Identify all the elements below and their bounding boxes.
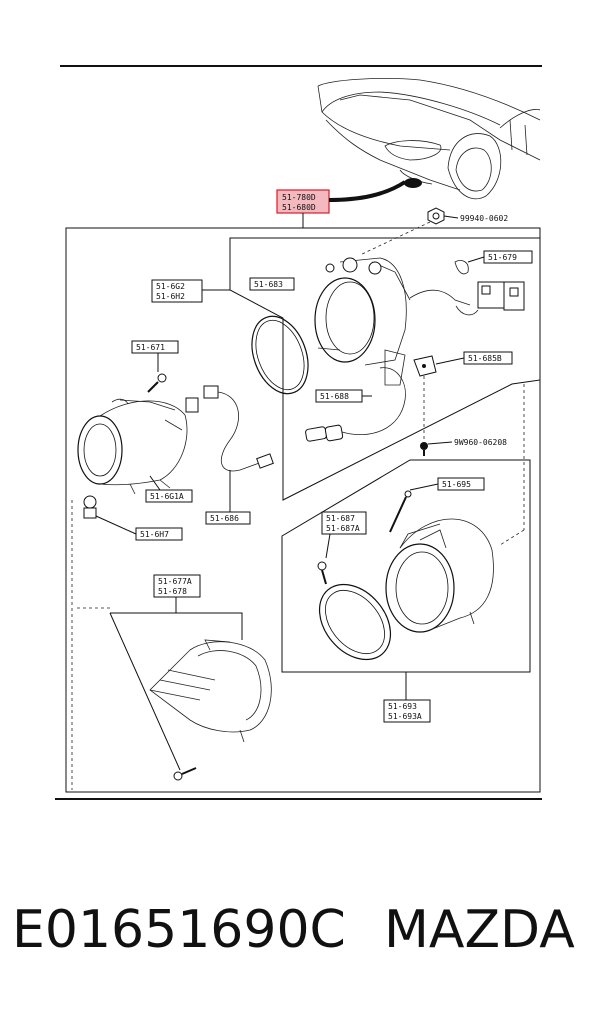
part-label-6h7[interactable]: 51-6H7 (140, 530, 169, 539)
clip-icon (83, 495, 97, 519)
screw-icon (317, 561, 327, 585)
bracket-icon (413, 355, 437, 377)
part-label-685b[interactable]: 51-685B (468, 354, 502, 363)
label-box (151, 279, 203, 303)
part-label-99940-0602[interactable]: 99940-0602 (460, 214, 508, 223)
screw-icon (420, 442, 428, 456)
part-label-671[interactable]: 51-671 (136, 343, 165, 352)
leader-line (435, 357, 465, 365)
part-label-687[interactable]: 51-687 (326, 514, 355, 523)
gasket-ring (251, 315, 309, 395)
part-label-780d[interactable]: 51-780D (282, 193, 316, 202)
part-label-6h2[interactable]: 51-6H2 (156, 292, 185, 301)
part-label-677a[interactable]: 51-677A (158, 577, 192, 586)
leader-line (443, 215, 459, 219)
parts-diagram: 51-780D 51-680D 99940-0602 51-679 51-6G2… (55, 65, 542, 800)
leader-line (149, 475, 161, 491)
part-label-9w960[interactable]: 9W960-06208 (454, 438, 507, 447)
leader-line (95, 515, 137, 535)
part-label-679[interactable]: 51-679 (488, 253, 517, 262)
leader-line (427, 441, 453, 445)
part-label-688[interactable]: 51-688 (320, 392, 349, 401)
outer-frame (65, 227, 541, 793)
label-box (135, 527, 183, 541)
leader-line (325, 533, 331, 559)
nut-icon (427, 207, 445, 225)
fog-lamp (385, 518, 494, 633)
label-box (249, 277, 295, 291)
label-box (145, 489, 193, 503)
leader-line (109, 612, 181, 771)
leader-line (467, 256, 485, 263)
assembly-frame (229, 237, 541, 501)
leader-line (409, 483, 439, 491)
screw-icon (389, 490, 412, 533)
screw-icon (173, 767, 197, 781)
wire-harness (217, 391, 263, 472)
label-box (153, 574, 201, 598)
terminal-icon (256, 453, 274, 469)
lamp-unit-frame (281, 459, 531, 673)
label-box (321, 511, 367, 535)
caption: E01651690C MAZDA (0, 900, 600, 980)
bulb-icon (305, 367, 406, 442)
car-outline (317, 77, 541, 200)
label-box (131, 340, 179, 354)
bezel-icon (149, 639, 272, 743)
part-label-687a[interactable]: 51-687A (326, 524, 360, 533)
retaining-ring (318, 583, 392, 661)
leader-arrow (328, 180, 407, 202)
part-label-6g2[interactable]: 51-6G2 (156, 282, 185, 291)
part-label-6g1a[interactable]: 51-6G1A (150, 492, 184, 501)
part-label-695[interactable]: 51-695 (442, 480, 471, 489)
projector-lamp (77, 385, 219, 495)
part-label-693[interactable]: 51-693 (388, 702, 417, 711)
label-box (205, 511, 251, 525)
label-box (383, 699, 431, 723)
part-label-693a[interactable]: 51-693A (388, 712, 422, 721)
part-label-686[interactable]: 51-686 (210, 514, 239, 523)
dashed-guide (499, 529, 525, 546)
fog-lamp-housing (314, 257, 471, 386)
part-label-680d[interactable]: 51-680D (282, 203, 316, 212)
bolt-icon (147, 373, 167, 393)
part-label-678[interactable]: 51-678 (158, 587, 187, 596)
part-label-683[interactable]: 51-683 (254, 280, 283, 289)
bezel-frame (175, 597, 243, 640)
brand-name: MAZDA (384, 900, 575, 960)
connector-icon (455, 281, 525, 316)
part-number: E01651690C (12, 900, 346, 960)
